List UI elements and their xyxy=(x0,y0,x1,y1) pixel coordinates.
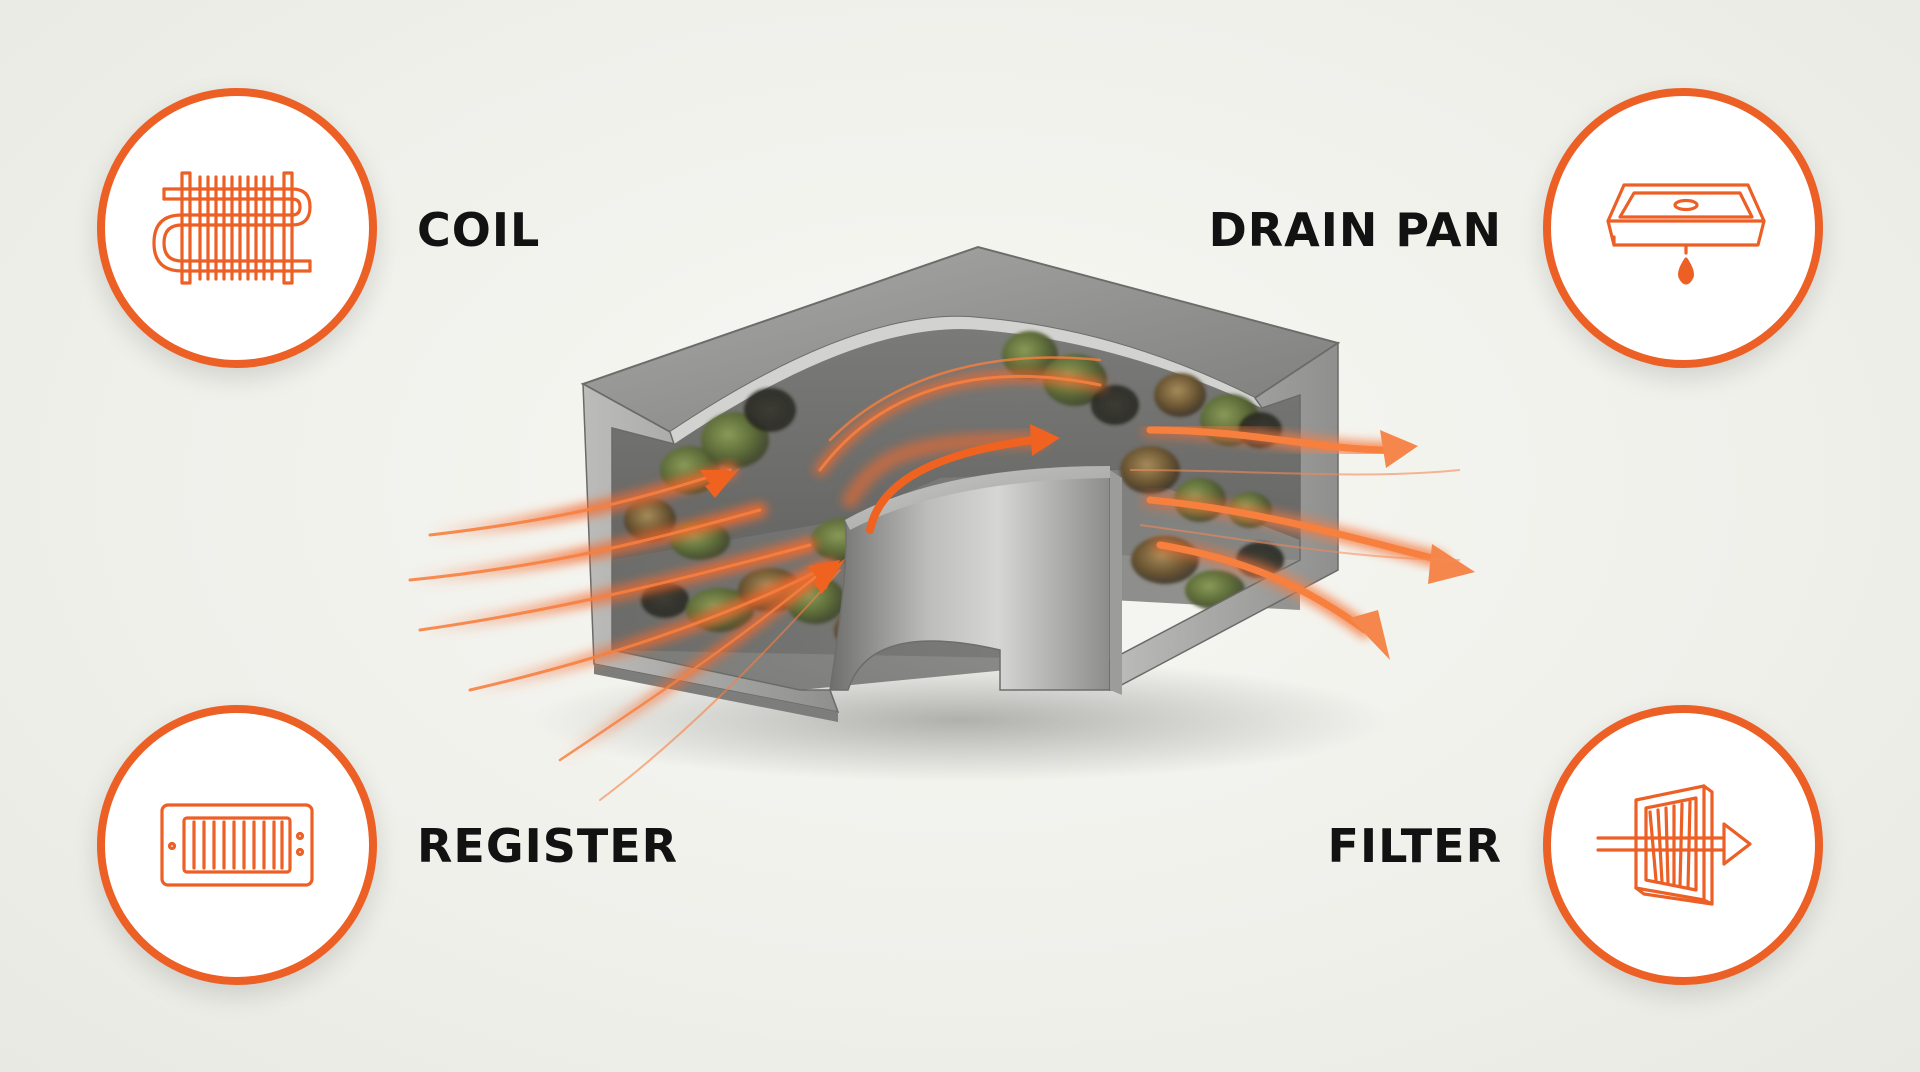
coil-label: COIL xyxy=(417,203,541,257)
airflow-inbound xyxy=(403,463,846,801)
duct-right-flange xyxy=(1109,341,1339,691)
duct-divider-rim xyxy=(845,466,1110,530)
drain-pan-label: DRAIN PAN xyxy=(1208,203,1502,257)
register-callout xyxy=(97,705,377,985)
drain-pan-callout xyxy=(1543,88,1823,368)
coil-icon xyxy=(152,171,312,285)
airflow-internal xyxy=(814,356,1106,534)
coil-callout xyxy=(97,88,377,368)
filter-label: FILTER xyxy=(1327,819,1502,873)
airflow-outbound xyxy=(1129,422,1475,660)
register-vent-icon xyxy=(160,803,314,887)
register-label: REGISTER xyxy=(417,819,679,873)
duct-right-front-face xyxy=(1110,470,1122,695)
filter-callout xyxy=(1543,705,1823,985)
duct-left-flange-inner xyxy=(594,664,838,722)
drain-pan-icon xyxy=(1606,183,1766,285)
duct-top-edge xyxy=(670,316,1262,444)
air-filter-icon xyxy=(1596,784,1752,906)
